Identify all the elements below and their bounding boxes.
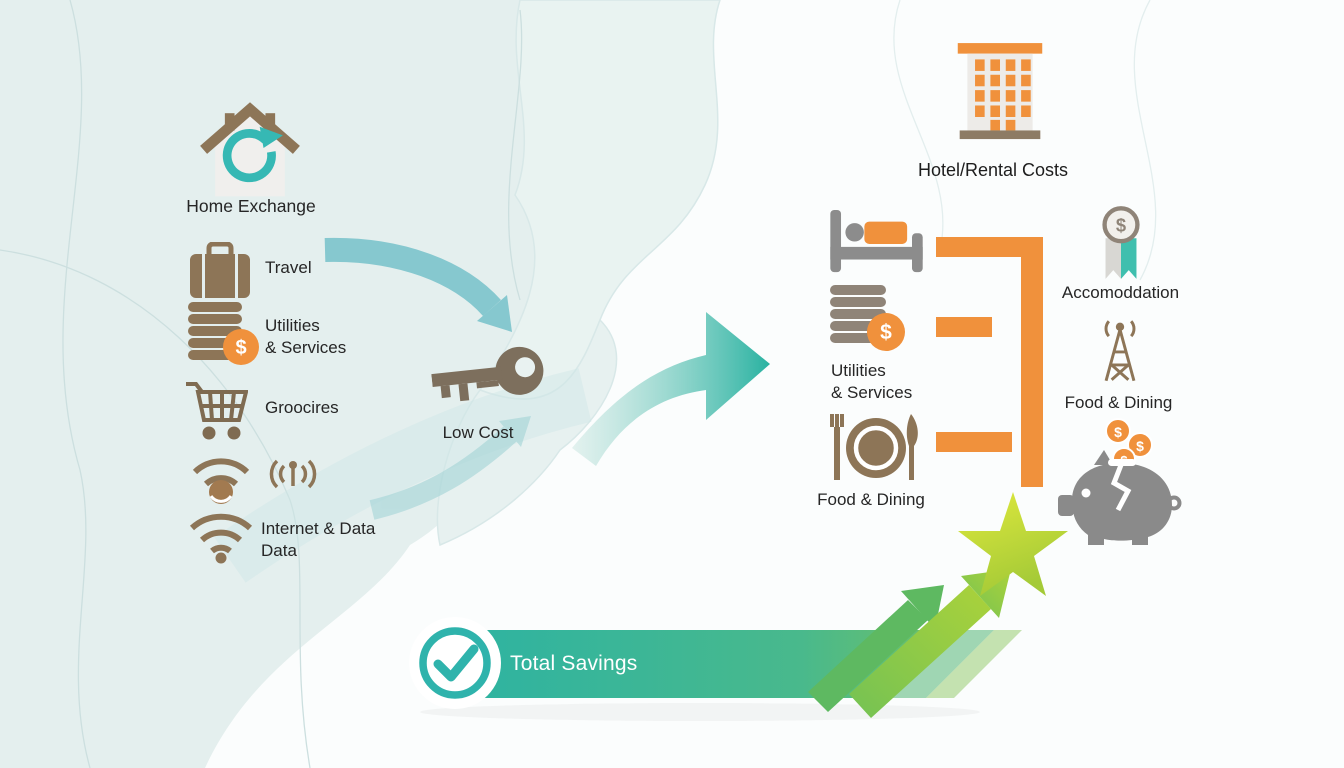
shopping-cart-icon	[186, 382, 248, 440]
utilities-right-line2: & Services	[831, 383, 913, 403]
signal-broadcast-icon	[269, 459, 317, 489]
utilities-services-label: Utilities & Services	[265, 315, 346, 360]
internet-data-label: Internet & Data Data	[261, 518, 375, 563]
dollar-sign: $	[1136, 438, 1144, 454]
low-cost-label: Low Cost	[442, 423, 514, 442]
hotel-rental-costs-label: Hotel/Rental Costs	[917, 160, 1069, 180]
groceries-label: Groocires	[265, 398, 339, 417]
dollar-sign: $	[235, 337, 246, 359]
faded-flow-band	[214, 368, 592, 583]
curved-arrow-bottom	[369, 416, 531, 520]
internet-line2: Data	[261, 541, 297, 561]
total-savings-label: Total Savings	[510, 652, 638, 675]
dollar-sign: $	[1114, 424, 1122, 440]
utilities-line2: & Services	[265, 338, 347, 358]
key-icon	[431, 346, 544, 402]
antenna-tower-icon	[1104, 320, 1136, 382]
utilities-services-right-label: Utilities & Services	[831, 360, 912, 405]
food-dining-right-label: Food & Dining	[1064, 393, 1173, 412]
cost-bracket	[936, 237, 1043, 487]
banner-stripe-2	[926, 630, 1022, 698]
curved-arrow-top	[324, 237, 512, 332]
internet-line1: Internet & Data	[261, 519, 376, 538]
piggy-bank-icon: $ $ $	[1058, 418, 1182, 545]
wifi-hotspot-icon	[192, 458, 250, 504]
big-teal-arrow	[572, 312, 770, 466]
dollar-sign: $	[880, 321, 892, 344]
food-dining-icon	[830, 414, 918, 480]
home-exchange-icon	[200, 102, 300, 197]
utilities-line1: Utilities	[265, 316, 320, 335]
dollar-sign: $	[1116, 215, 1126, 236]
food-dining-label: Food & Dining	[817, 490, 925, 509]
suitcase-icon	[190, 242, 250, 298]
accommodation-label: Accomoddation	[1061, 283, 1180, 302]
coins-dollar-icon-right: $	[830, 285, 905, 351]
bed-icon	[830, 209, 923, 273]
star-icon	[958, 492, 1068, 596]
travel-label: Travel	[265, 258, 312, 277]
wifi-icon	[189, 513, 253, 564]
checkmark-icon	[409, 617, 501, 709]
price-badge-icon: $	[1102, 206, 1140, 279]
home-exchange-label: Home Exchange	[186, 196, 316, 216]
coins-dollar-icon: $	[188, 302, 259, 365]
hotel-building-icon	[957, 43, 1043, 140]
utilities-right-line1: Utilities	[831, 361, 886, 380]
